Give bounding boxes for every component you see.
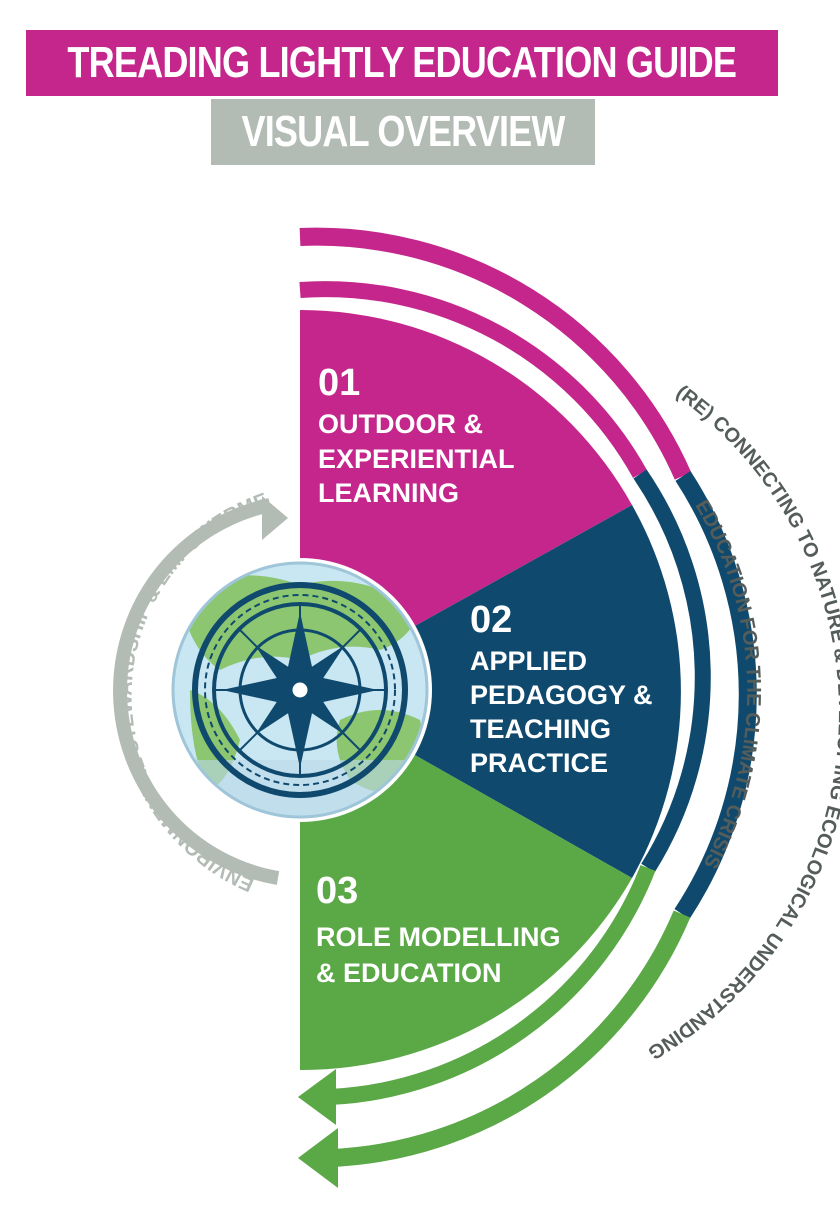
segment-02-wedge — [300, 505, 681, 878]
segment-01-number: 01 — [318, 362, 360, 404]
segment-02-line-2: PEDAGOGY & — [470, 680, 653, 710]
segment-03-number: 03 — [316, 870, 358, 912]
left-arrowhead — [262, 496, 288, 540]
segment-03-line-2: & EDUCATION — [316, 958, 502, 988]
outer-arc-magenta — [299, 227, 692, 480]
segment-02-line-4: PRACTICE — [470, 748, 608, 778]
compass-rose-icon — [192, 582, 408, 798]
segment-02-line-3: TEACHING — [470, 714, 611, 744]
segment-02-line-1: APPLIED — [470, 646, 587, 676]
inner-arrowhead — [298, 1069, 336, 1125]
outer-arc-green — [329, 910, 691, 1167]
left-arc-group — [113, 496, 288, 885]
segment-02-number: 02 — [470, 599, 512, 641]
inner-arc-navy — [633, 469, 711, 873]
segment-01-line-1: OUTDOOR & — [318, 409, 483, 439]
page-title: TREADING LIGHTLY EDUCATION GUIDE — [67, 38, 737, 87]
segment-01-line-3: LEARNING — [318, 478, 459, 508]
segment-01-line-2: EXPERIENTIAL — [318, 444, 515, 474]
left-arc — [113, 498, 280, 885]
page-subtitle: VISUAL OVERVIEW — [241, 107, 565, 156]
segment-02-label-group: 02 APPLIED PEDAGOGY & TEACHING PRACTICE — [470, 599, 653, 778]
inner-arc-green — [329, 865, 656, 1105]
outer-arrowhead — [298, 1128, 338, 1188]
segment-01-label-group: 01 OUTDOOR & EXPERIENTIAL LEARNING — [318, 362, 515, 508]
segment-03-line-1: ROLE MODELLING — [316, 922, 561, 952]
outer-arc-navy — [674, 471, 757, 919]
inner-arc-magenta — [299, 281, 647, 478]
outer-arc-group — [298, 227, 757, 1188]
segment-03-label-group: 03 ROLE MODELLING & EDUCATION — [316, 870, 561, 988]
inner-arc-group — [298, 281, 711, 1125]
subtitle-banner: VISUAL OVERVIEW — [211, 99, 595, 165]
title-banner: TREADING LIGHTLY EDUCATION GUIDE — [26, 30, 778, 96]
